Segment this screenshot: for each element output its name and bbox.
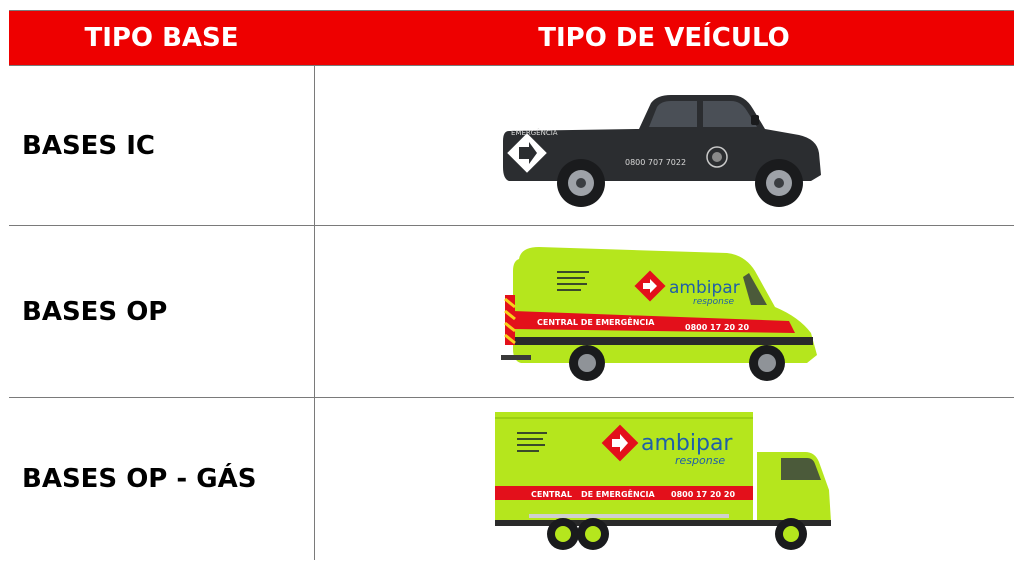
truck-brand-text: ambipar [641, 431, 733, 456]
pickup-side-text: EMERGÊNCIA [511, 128, 558, 137]
ambipar-logo-icon [601, 424, 639, 462]
vehicle-cell: CENTRAL DE EMERGÊNCIA 0800 17 20 20 ambi… [314, 397, 1014, 560]
van-brand-sub: response [693, 297, 735, 307]
truck-brand-sub: response [675, 454, 725, 467]
pickup-truck-image: EMERGÊNCIA 0800 707 7022 [503, 94, 822, 207]
base-type-label: BASES OP [9, 225, 315, 398]
van-band-text: CENTRAL DE EMERGÊNCIA [537, 316, 655, 327]
base-type-label: BASES OP - GÁS [9, 397, 315, 560]
truck-phone-text: 0800 17 20 20 [671, 490, 735, 499]
van-image: CENTRAL DE EMERGÊNCIA 0800 17 20 20 ambi… [501, 246, 818, 381]
vehicle-type-table: TIPO BASE TIPO DE VEÍCULO BASES IC [9, 10, 1014, 560]
base-type-label: BASES IC [9, 65, 315, 226]
van-phone-text: 0800 17 20 20 [685, 323, 749, 332]
table-header-row: TIPO BASE TIPO DE VEÍCULO [9, 10, 1014, 66]
box-truck-image: CENTRAL DE EMERGÊNCIA 0800 17 20 20 ambi… [495, 412, 832, 550]
table-row-bases-op: BASES OP CENTRAL DE EMERGÊNCIA 0800 17 2… [9, 225, 1014, 398]
table-row-bases-op-gas: BASES OP - GÁS CENTRAL DE EMERGÊNCIA 080… [9, 397, 1014, 560]
van-brand-text: ambipar [669, 278, 740, 298]
vehicle-cell: CENTRAL DE EMERGÊNCIA 0800 17 20 20 ambi… [314, 225, 1014, 398]
truck-band-left: CENTRAL [531, 490, 572, 499]
vehicle-cell: EMERGÊNCIA 0800 707 7022 [314, 65, 1014, 226]
header-tipo-base: TIPO BASE [9, 10, 314, 66]
truck-band-text: DE EMERGÊNCIA [581, 488, 656, 499]
pickup-phone-text: 0800 707 7022 [625, 158, 686, 167]
vehicle-type-table-container: TIPO BASE TIPO DE VEÍCULO BASES IC [9, 10, 1014, 561]
header-tipo-veiculo: TIPO DE VEÍCULO [314, 10, 1014, 66]
table-row-bases-ic: BASES IC EMERGÊNCIA 0800 707 7022 [9, 65, 1014, 226]
